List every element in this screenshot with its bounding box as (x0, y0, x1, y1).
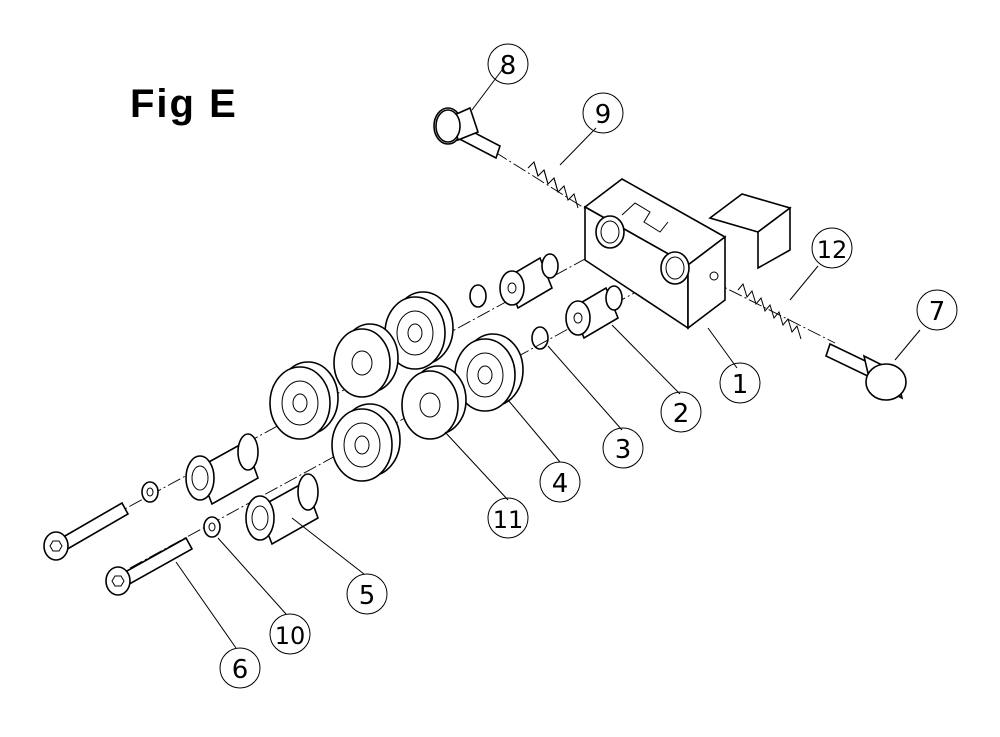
part-4-bearing-lower-rear (454, 333, 524, 412)
callout-1: 1 (719, 362, 761, 404)
callout-2-label: 2 (673, 399, 690, 429)
callout-12: 12 (811, 227, 853, 269)
part-9-spring-short (527, 161, 579, 209)
callout-7: 7 (916, 289, 958, 331)
part-4-bearing-upper-front (269, 361, 339, 440)
part-2-stepped-shaft-lower (565, 285, 623, 340)
callout-5-label: 5 (359, 581, 376, 611)
callout-9-label: 9 (595, 100, 612, 130)
callout-3-label: 3 (615, 435, 632, 465)
callout-10: 10 (269, 613, 311, 655)
part-10-washers (141, 481, 221, 538)
callout-7-label: 7 (929, 297, 946, 327)
part-5-sleeve-upper (185, 433, 259, 506)
part-11-spacer-lower (401, 365, 467, 440)
part-8-knob-pin (433, 106, 501, 160)
callout-4: 4 (539, 461, 581, 503)
callout-3: 3 (602, 427, 644, 469)
callouts: 8 9 12 7 1 2 3 4 (219, 43, 958, 689)
part-5-sleeve-lower (245, 473, 319, 546)
callout-12-label: 12 (817, 236, 848, 264)
leader-lines (175, 69, 921, 649)
callout-4-label: 4 (552, 469, 569, 499)
callout-6: 6 (219, 647, 261, 689)
callout-9: 9 (582, 92, 624, 134)
callout-11-label: 11 (493, 506, 524, 534)
callout-10-label: 10 (275, 622, 306, 650)
callout-1-label: 1 (732, 370, 749, 400)
part-2-stepped-shaft-upper (499, 253, 559, 310)
callout-5: 5 (346, 573, 388, 615)
figure-title: Fig E (130, 82, 238, 126)
callout-2: 2 (660, 391, 702, 433)
part-3-retaining-clips (469, 284, 549, 350)
part-4-bearing-lower-front (331, 403, 401, 482)
callout-8: 8 (487, 43, 529, 85)
callout-8-label: 8 (500, 51, 517, 81)
part-1-housing-block (583, 178, 792, 330)
part-11-spacer-upper (333, 323, 399, 398)
callout-6-label: 6 (232, 655, 249, 685)
part-6-cap-screw-upper (43, 501, 130, 561)
callout-11: 11 (487, 497, 529, 539)
part-12-spring-long (737, 282, 802, 340)
part-7-knob-pin (825, 342, 907, 401)
part-6-cap-screw-lower (105, 536, 194, 596)
